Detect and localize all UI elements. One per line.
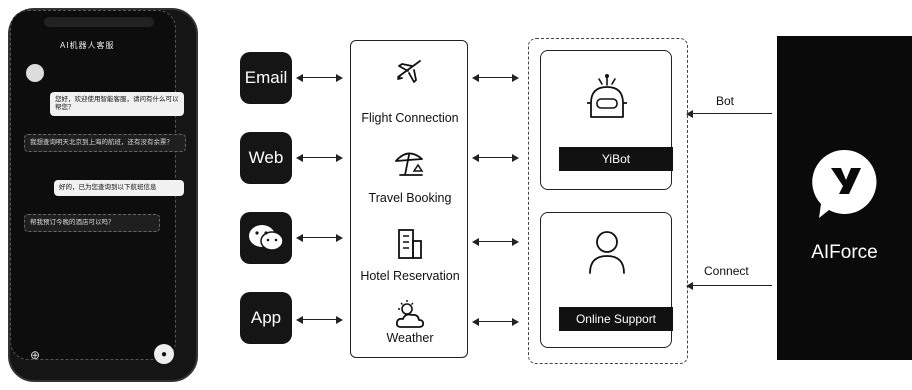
channel-label: Email [244,68,288,87]
phone-notch [44,17,154,27]
weather-icon [395,300,425,328]
hotel-building-icon [398,229,422,259]
online-support-box: Online Support [540,212,673,348]
service-label: Hotel Reservation [360,269,460,283]
connect-connection-label: Connect [704,264,749,278]
phone-plus-icon[interactable]: ⊕ [30,348,41,362]
wechat-icon [249,225,284,251]
channel-label: App [250,308,282,327]
yibot-label: YiBot [559,147,673,171]
service-label: Weather [386,331,434,345]
channel-wechat [240,212,292,264]
services-panel: Flight Connection Travel Booking Hotel R… [350,40,468,358]
airplane-icon [397,60,421,83]
aiforce-name: AIForce [811,242,878,263]
online-support-label: Online Support [559,307,673,331]
chat-message: 帮我预订今晚的酒店可以吗？ [24,214,160,232]
yibot-box: YiBot [540,50,673,190]
chat-message: 好的，已为您查询到以下航班信息 [54,180,184,196]
microphone-icon[interactable]: ● [154,344,174,364]
chat-message: 您好，欢迎使用智能客服，请问有什么可以帮您？ [50,92,184,116]
service-label: Travel Booking [368,191,452,205]
channel-web: Web [240,132,292,184]
phone-chat-title: AI机器人客服 [60,41,115,50]
aiforce-panel: AIForce [777,36,912,360]
channel-label: Web [248,148,284,167]
person-icon [589,231,625,274]
agents-frame [528,38,688,364]
beach-umbrella-icon [395,152,424,176]
bot-connection-label: Bot [716,94,735,108]
robot-icon [587,74,627,118]
service-label: Flight Connection [361,111,459,125]
aiforce-logo-icon [812,149,877,218]
bot-avatar [26,64,44,82]
channel-app: App [240,292,292,344]
chat-message: 我想查询明天北京到上海的航班，还有没有余票？ [24,134,186,152]
channel-email: Email [240,52,292,104]
